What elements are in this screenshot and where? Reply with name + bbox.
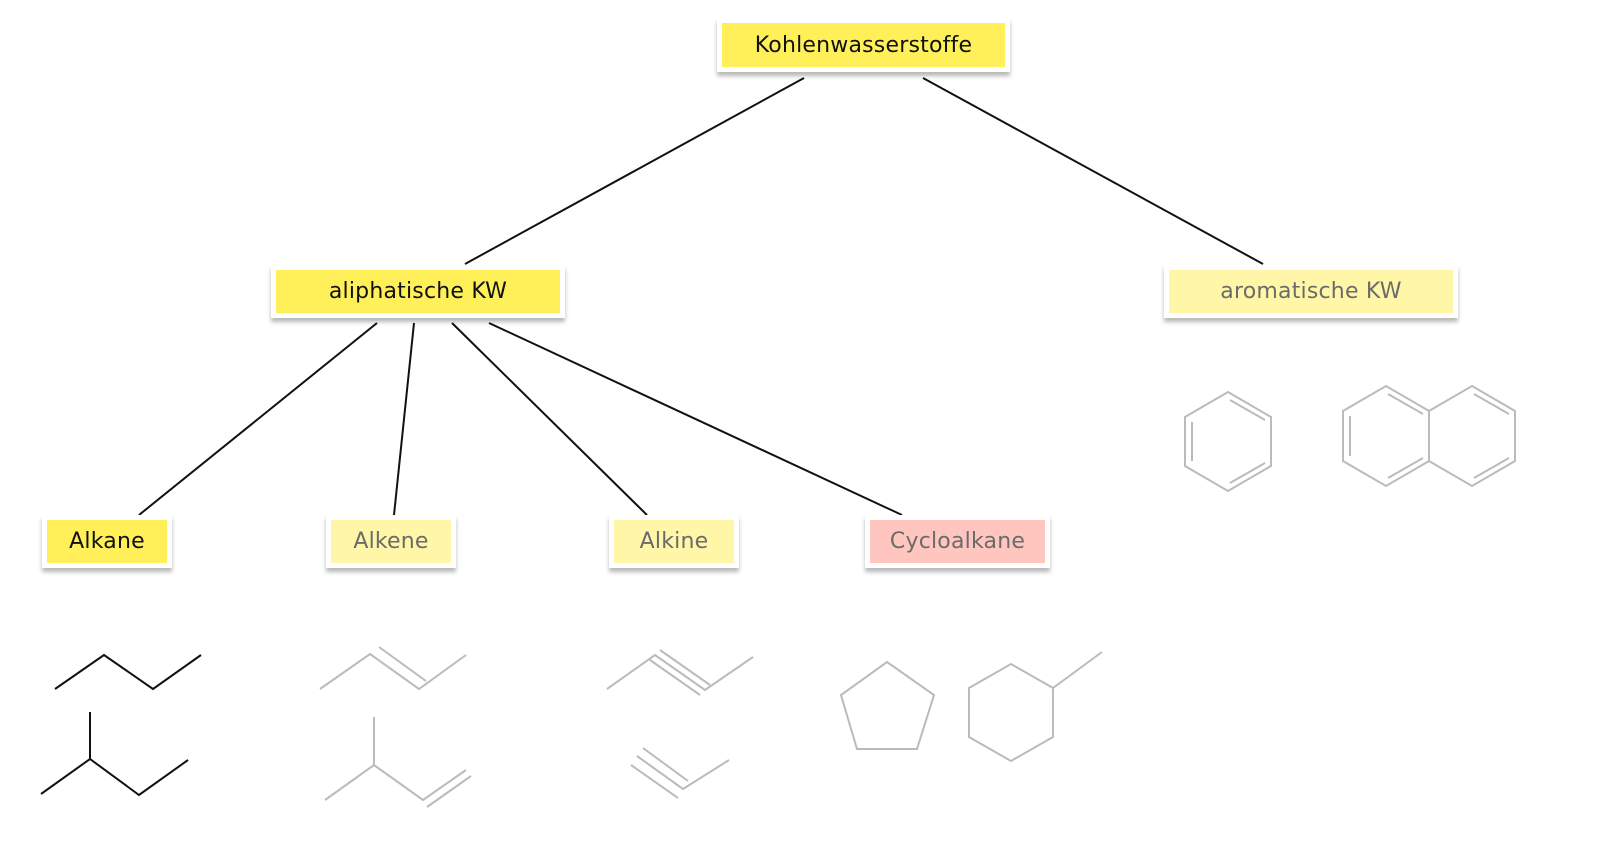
node-label: aliphatische KW (276, 270, 560, 313)
node-alkane: Alkane (42, 515, 172, 568)
propyne-triple-bond-2 (642, 747, 689, 782)
node-aromatische-kw: aromatische KW (1164, 265, 1458, 318)
propyne-structure (636, 755, 730, 791)
butene-double-bond (378, 646, 427, 682)
butyne-triple-bond-1 (659, 649, 711, 686)
naphthalene-double-bond (1387, 393, 1424, 415)
cyclopentane-structure (839, 660, 936, 750)
node-label: Alkine (614, 520, 734, 563)
methylcyclohexane-structure (968, 662, 1054, 763)
methylcyclohexane-methyl (1052, 651, 1103, 689)
connector-aliphatic-cycloalkane (488, 322, 903, 516)
benzene-structure (1184, 390, 1272, 493)
alkine-structures (606, 649, 754, 799)
alkane-structures (40, 653, 202, 797)
butyne-triple-bond-2 (649, 659, 701, 696)
benzene-double-bond (1229, 462, 1266, 484)
node-label: Kohlenwasserstoffe (722, 23, 1005, 67)
naphthalene-double-bond (1387, 457, 1424, 479)
connector-aliphatic-alkene (393, 322, 415, 516)
node-label: aromatische KW (1169, 270, 1453, 313)
connector-aliphatic-alkine (451, 322, 648, 516)
naphthalene-left-ring (1342, 384, 1430, 488)
methylbutene-structure (324, 763, 467, 802)
node-label: Cycloalkane (870, 520, 1045, 563)
node-alkene: Alkene (326, 515, 456, 568)
butane-structure (54, 653, 202, 691)
aromatic-structures (1184, 384, 1516, 493)
butene-structure (319, 652, 467, 691)
butyne-structure (606, 653, 754, 692)
connector-aliphatic-alkane (138, 322, 378, 516)
methylbutene-double-bond (426, 775, 472, 808)
node-aliphatische-kw: aliphatische KW (271, 265, 565, 318)
node-alkine: Alkine (609, 515, 739, 568)
node-kohlenwasserstoffe: Kohlenwasserstoffe (717, 18, 1010, 72)
node-label: Alkene (331, 520, 451, 563)
benzene-double-bond (1229, 399, 1266, 421)
connector-root-aliphatic (464, 77, 805, 265)
naphthalene-double-bond (1473, 393, 1510, 415)
cycloalkane-structures (839, 651, 1103, 763)
naphthalene-double-bond (1473, 457, 1510, 479)
alkene-structures (319, 646, 472, 808)
tree-connectors (138, 77, 1264, 516)
propyne-triple-bond-1 (630, 764, 679, 799)
isopentane-structure-chain (40, 757, 189, 797)
node-label: Alkane (47, 520, 167, 563)
naphthalene-right-ring (1428, 384, 1516, 488)
node-cycloalkane: Cycloalkane (865, 515, 1050, 568)
connector-root-aromatic (922, 77, 1264, 265)
